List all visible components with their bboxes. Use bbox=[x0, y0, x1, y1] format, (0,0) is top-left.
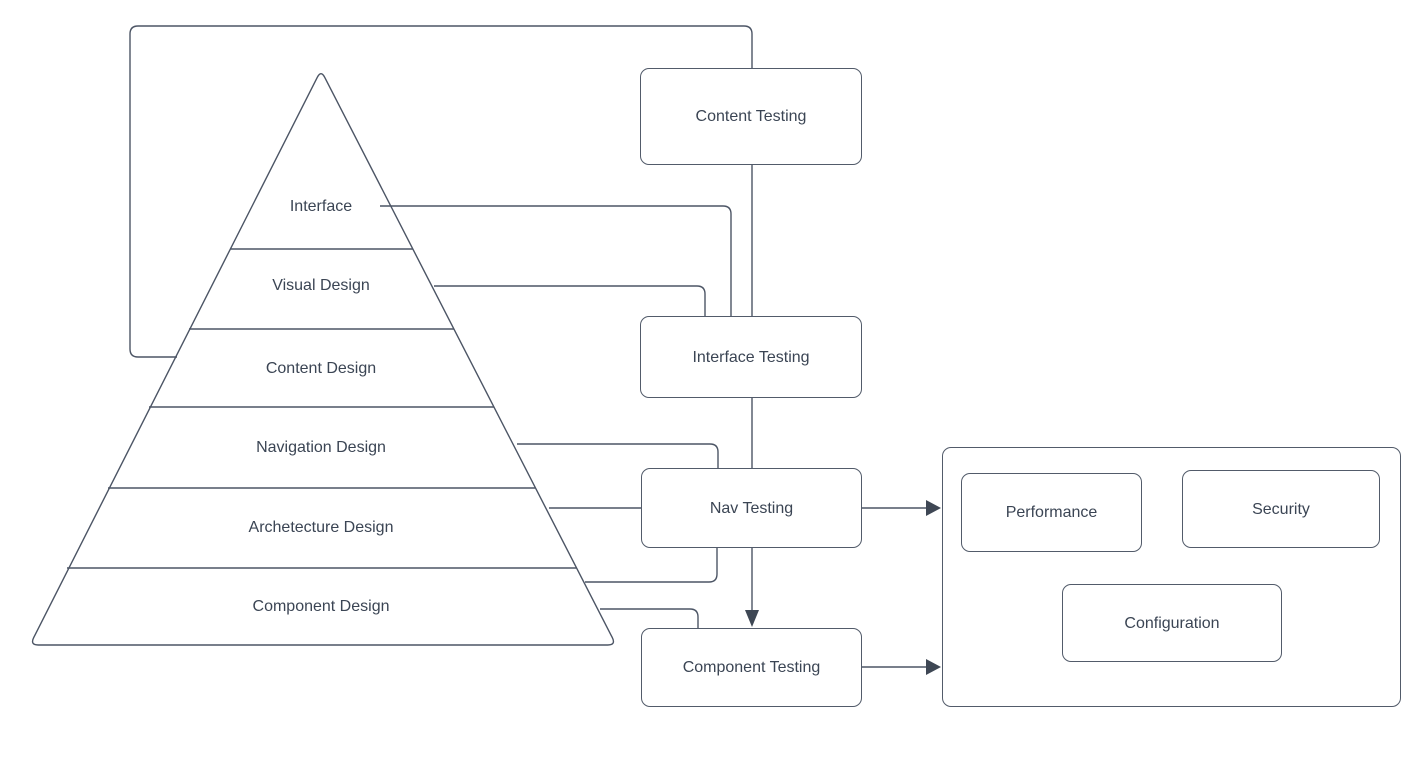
connector-visual-design-to-interface-testing bbox=[434, 285, 706, 316]
node-performance: Performance bbox=[961, 473, 1142, 552]
node-configuration: Configuration bbox=[1062, 584, 1282, 662]
node-label: Interface Testing bbox=[692, 348, 810, 366]
pyramid-layer-component-design: Component Design bbox=[252, 598, 390, 615]
arrowhead-right-group-top bbox=[926, 500, 941, 516]
pyramid-outline bbox=[31, 72, 615, 646]
arrowhead-down-component-testing bbox=[745, 610, 759, 627]
arrowhead-right-group-bottom bbox=[926, 659, 941, 675]
connector-archetecture-base-to-nav-testing-bottom bbox=[585, 548, 718, 583]
connector-component-design-to-component-testing bbox=[600, 608, 699, 628]
node-label: Nav Testing bbox=[709, 499, 794, 517]
pyramid-layer-visual-design: Visual Design bbox=[272, 277, 370, 294]
node-interface-testing: Interface Testing bbox=[640, 316, 862, 398]
connector-content-design-to-content-testing bbox=[129, 25, 753, 358]
node-label: Configuration bbox=[1124, 614, 1220, 632]
pyramid-layer-content-design: Content Design bbox=[265, 360, 377, 377]
node-component-testing: Component Testing bbox=[641, 628, 862, 707]
node-label: Security bbox=[1252, 500, 1310, 518]
node-label: Performance bbox=[1005, 504, 1098, 521]
node-label: Component Testing bbox=[682, 659, 821, 676]
connector-navigation-design-to-nav-testing bbox=[517, 443, 719, 468]
pyramid-layer-archetecture-design: Archetecture Design bbox=[248, 519, 394, 536]
connector-interface-to-interface-testing bbox=[380, 205, 732, 316]
pyramid-layer-navigation-design: Navigation Design bbox=[256, 439, 386, 456]
node-nav-testing: Nav Testing bbox=[641, 468, 862, 548]
node-security: Security bbox=[1182, 470, 1380, 548]
node-label: Content Testing bbox=[695, 108, 807, 125]
pyramid-layer-interface: Interface bbox=[289, 198, 353, 215]
node-content-testing: Content Testing bbox=[640, 68, 862, 165]
